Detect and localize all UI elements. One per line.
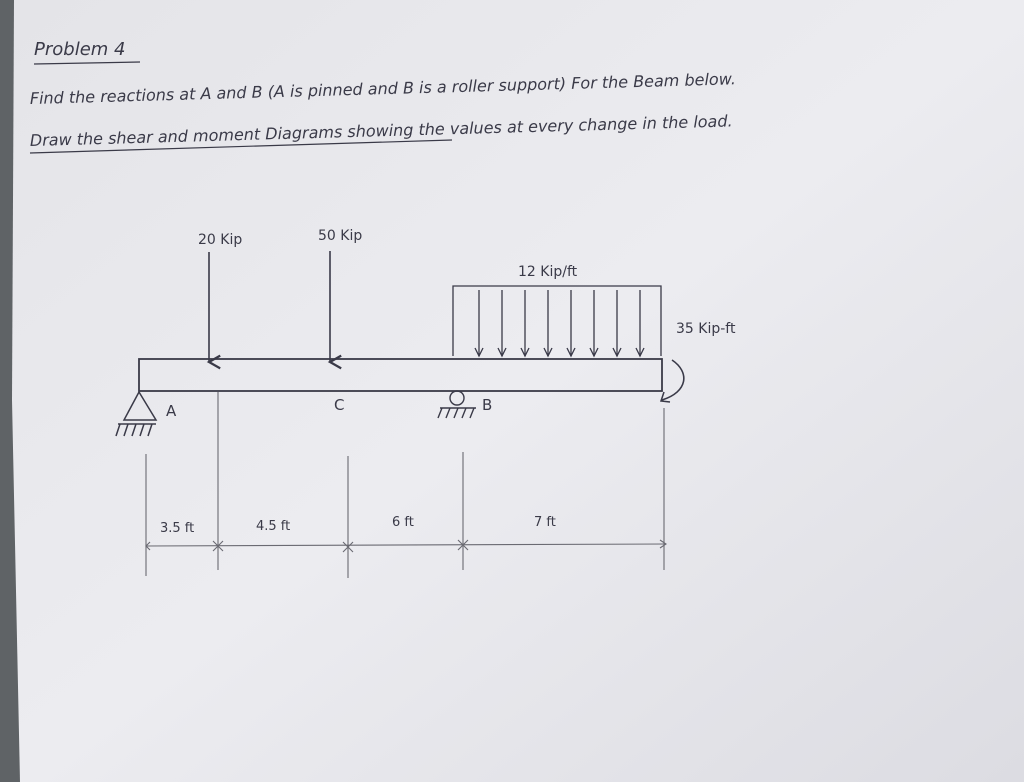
heading-underline	[33, 61, 141, 65]
dimension-arrow-left	[145, 541, 151, 551]
distributed-load-arrow-head	[520, 347, 530, 358]
dimension-4-label: 7 ft	[534, 515, 556, 530]
distributed-load-arrow-head	[566, 347, 576, 358]
dimension-3-label: 6 ft	[392, 515, 414, 530]
dimension-arrow-right	[659, 539, 667, 549]
dimension-ticks	[212, 539, 469, 553]
distributed-load-arrow-head	[474, 347, 484, 358]
distributed-load-arrow-head	[543, 347, 553, 358]
problem-heading: Problem 4	[34, 39, 125, 60]
distributed-load	[452, 285, 662, 358]
moment-arrow	[661, 359, 685, 401]
distributed-load-arrow-head	[612, 347, 622, 358]
pin-support-a	[115, 390, 158, 437]
moment-label: 35 Kip-ft	[676, 321, 736, 337]
point-load-2-label: 50 Kip	[318, 228, 362, 244]
point-a-label: A	[166, 402, 177, 420]
point-b-label: B	[482, 396, 492, 414]
distributed-load-arrow-head	[635, 347, 645, 358]
dimension-line	[145, 543, 667, 547]
distributed-load-label: 12 Kip/ft	[518, 264, 578, 280]
beam	[138, 358, 663, 392]
distributed-load-arrow-head	[589, 347, 599, 358]
dimension-1-label: 3.5 ft	[160, 521, 194, 536]
instruction-underline	[29, 139, 453, 154]
dimension-2-label: 4.5 ft	[256, 519, 290, 534]
moment-arrow-head	[659, 391, 671, 403]
roller-support-b	[437, 390, 476, 419]
point-c-label: C	[334, 396, 344, 414]
point-load-1-label: 20 Kip	[198, 232, 242, 248]
distributed-load-arrow-head	[497, 347, 507, 358]
